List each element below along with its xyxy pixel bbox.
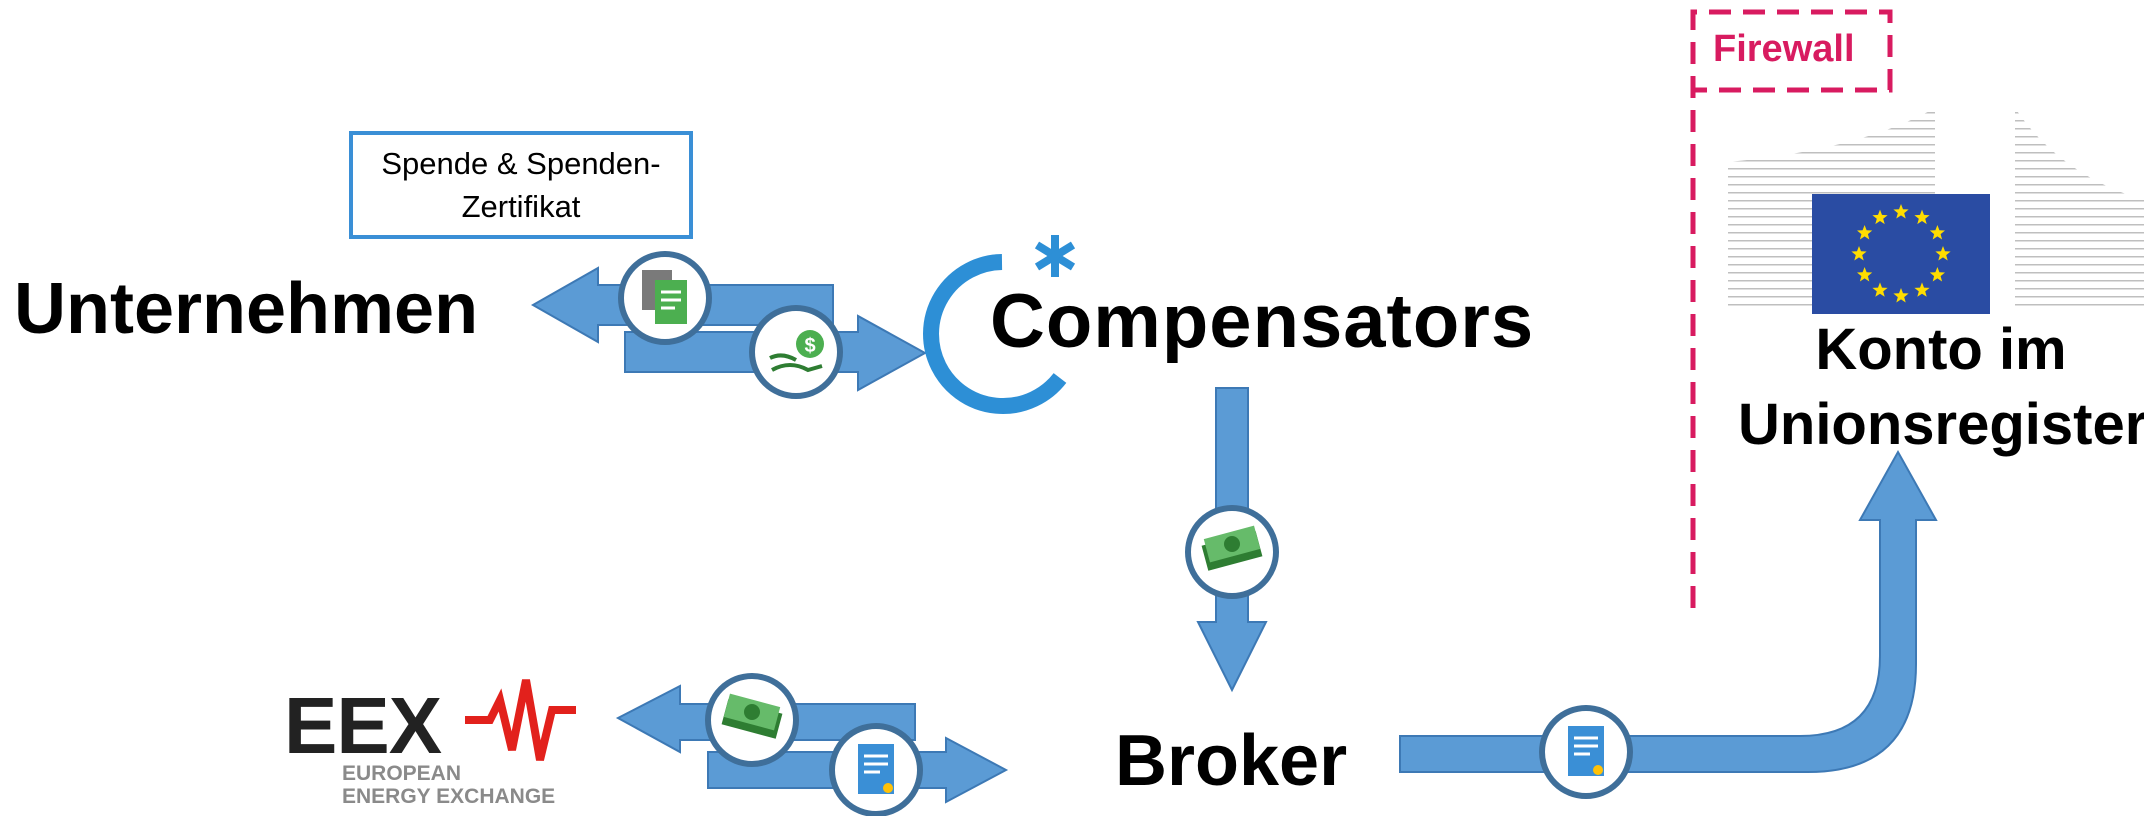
compensators-label: Compensators (990, 279, 1535, 364)
eex-logo-icon (465, 679, 576, 761)
eu-star (1872, 209, 1888, 225)
eu-star (1872, 282, 1888, 297)
union-registry-account-label: Konto im Unionsregister (1738, 312, 2144, 463)
eex-logo-subtitle-line1: EUROPEAN (342, 762, 462, 785)
firewall-label: Firewall (1713, 28, 1855, 70)
eu-star (1851, 246, 1867, 261)
eu-star (1929, 225, 1945, 240)
eex-logo-subtitle-line2: ENERGY EXCHANGE (342, 785, 556, 808)
cash-stack-icon (1185, 505, 1279, 599)
certificate-icon (829, 723, 923, 816)
unternehmen-label: Unternehmen (14, 269, 479, 349)
eu-star (1893, 204, 1909, 219)
donation-certificate-box: Spende & Spenden- Zertifikat (349, 131, 693, 239)
document-icon (618, 251, 712, 345)
compensators-logo-icon (923, 235, 1076, 414)
eu-star (1857, 267, 1873, 282)
eu-star (1914, 209, 1930, 225)
donation-box-line2: Zertifikat (461, 189, 581, 224)
eu-flag-icon (1812, 194, 1990, 314)
cash-stack-icon (705, 673, 799, 767)
svg-text:$: $ (804, 335, 815, 357)
eu-star (1893, 288, 1909, 303)
eu-star (1929, 267, 1945, 282)
broker-label: Broker (1115, 721, 1348, 801)
arrow-to-unionsregister (1399, 449, 1938, 773)
firewall-border (1690, 9, 1893, 608)
eu-star (1914, 282, 1930, 297)
certificate-icon (1539, 705, 1633, 799)
konto-line2: Unionsregister (1738, 392, 2144, 458)
eex-logo-mark: EEX (284, 681, 442, 770)
konto-line1: Konto im (1815, 317, 2067, 382)
eu-star (1935, 246, 1951, 261)
eu-star (1857, 225, 1873, 240)
money-hand-icon: $ (749, 305, 843, 399)
donation-box-line1: Spende & Spenden- (381, 145, 661, 181)
